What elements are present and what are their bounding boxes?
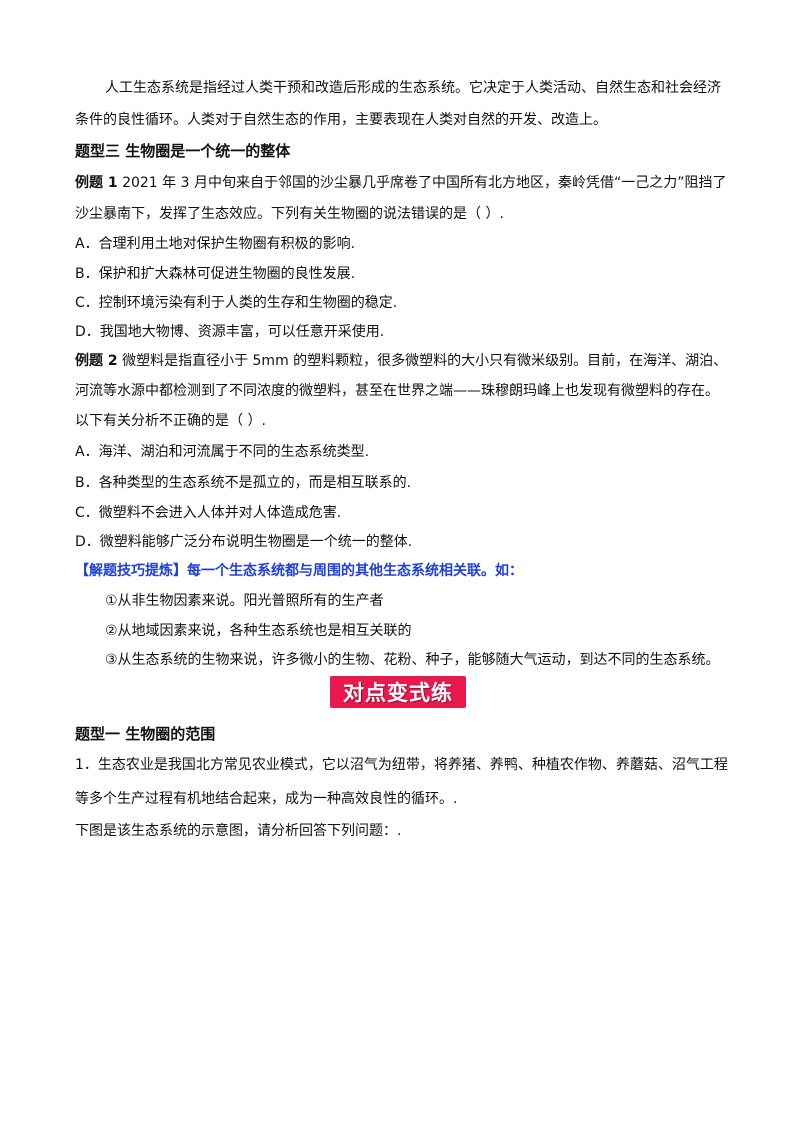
question-1-line-2: 等多个生产过程有机地结合起来，成为一种高效良性的循环。. <box>75 791 458 807</box>
question-1-line-1: 1．生态农业是我国北方常见农业模式，它以沼气为纽带，将养猪、养鸭、种植农作物、养… <box>75 757 728 773</box>
example-1-option-a: A．合理利用土地对保护生物圈有积极的影响. <box>75 236 356 252</box>
practice-banner-text: 对点变式练 <box>343 681 453 705</box>
example-1-line-2: 沙尘暴南下，发挥了生态效应。下列有关生物圈的说法错误的是（ ）. <box>75 206 504 222</box>
example-2-text: 微塑料是指直径小于 5mm 的塑料颗粒，很多微塑料的大小只有微米级别。目前，在海… <box>117 353 728 369</box>
tip-item-1: ①从非生物因素来说。阳光普照所有的生产者 <box>105 593 384 609</box>
tip-item-3: ③从生态系统的生物来说，许多微小的生物、花粉、种子，能够随大气运动，到达不同的生… <box>105 652 720 668</box>
section-title-3: 题型三 生物圈是一个统一的整体 <box>75 142 291 160</box>
example-2-option-b: B．各种类型的生态系统不是孤立的，而是相互联系的. <box>75 475 412 491</box>
intro-line-1: 人工生态系统是指经过人类干预和改造后形成的生态系统。它决定于人类活动、自然生态和… <box>105 80 721 96</box>
example-2-option-a: A．海洋、湖泊和河流属于不同的生态系统类型. <box>75 444 370 460</box>
tip-heading: 【解题技巧提炼】每一个生态系统都与周围的其他生态系统相关联。如： <box>75 563 523 579</box>
example-2-option-d: D．微塑料能够广泛分布说明生物圈是一个统一的整体. <box>75 534 413 550</box>
example-1-line-1: 例题 1 2021 年 3 月中旬来自于邻国的沙尘暴几乎席卷了中国所有北方地区，… <box>75 173 726 193</box>
section-title-1: 题型一 生物圈的范围 <box>75 725 216 743</box>
example-1-option-d: D．我国地大物博、资源丰富，可以任意开采使用. <box>75 324 385 340</box>
question-1-line-3: 下图是该生态系统的示意图，请分析回答下列问题：. <box>75 823 402 839</box>
example-2-option-c: C．微塑料不会进入人体并对人体造成危害. <box>75 505 342 521</box>
example-1-option-c: C．控制环境污染有利于人类的生存和生物圈的稳定. <box>75 295 398 311</box>
tip-item-2: ②从地域因素来说，各种生态系统也是相互关联的 <box>105 623 412 639</box>
intro-line-2: 条件的良性循环。人类对于自然生态的作用，主要表现在人类对自然的开发、改造上。 <box>75 112 607 128</box>
example-1-option-b: B．保护和扩大森林可促进生物圈的良性发展. <box>75 266 356 282</box>
example-1-label: 例题 1 <box>75 175 118 191</box>
example-1-text: 2021 年 3 月中旬来自于邻国的沙尘暴几乎席卷了中国所有北方地区，秦岭凭借“… <box>117 175 727 191</box>
example-2-line-2: 河流等水源中都检测到了不同浓度的微塑料，甚至在世界之端——珠穆朗玛峰上也发现有微… <box>75 383 719 399</box>
example-2-line-3: 以下有关分析不正确的是（ ）. <box>75 413 266 429</box>
practice-banner: 对点变式练 <box>330 676 466 708</box>
example-2-line-1: 例题 2 微塑料是指直径小于 5mm 的塑料颗粒，很多微塑料的大小只有微米级别。… <box>75 351 727 371</box>
example-2-label: 例题 2 <box>75 353 118 369</box>
